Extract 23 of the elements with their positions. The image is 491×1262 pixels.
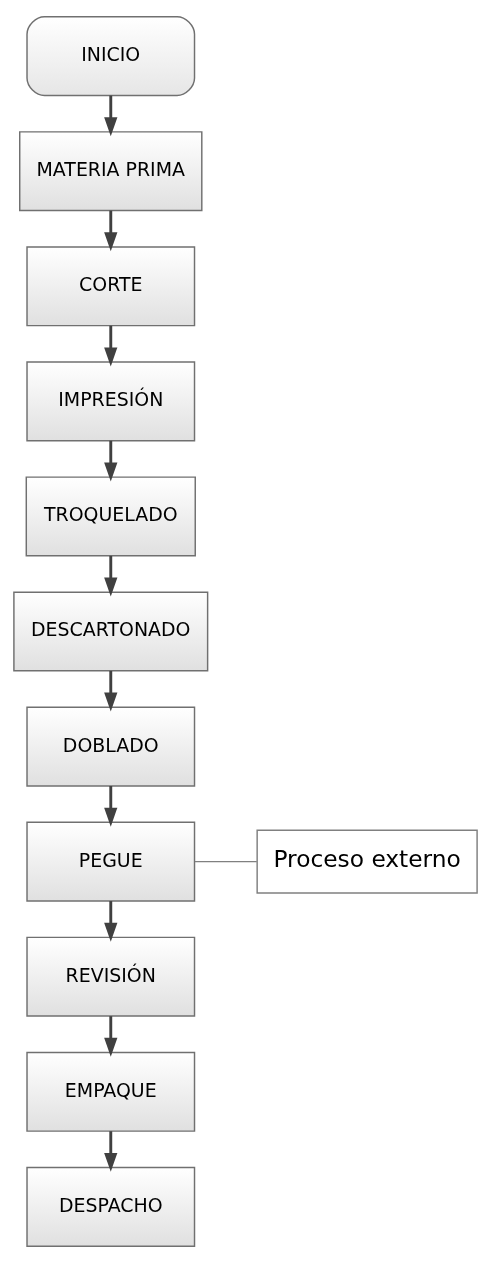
arrow: [104, 95, 118, 136]
node-box: IMPRESIÓN: [26, 360, 196, 441]
node-box: DESPACHO: [26, 1166, 196, 1247]
arrow: [104, 440, 118, 481]
arrow: [104, 555, 118, 596]
node-box: CORTE: [26, 245, 196, 326]
node-box: PEGUE: [26, 821, 196, 902]
arrow: [104, 210, 118, 251]
node-box: MATERIA PRIMA: [19, 130, 203, 211]
node-box: DOBLADO: [26, 706, 196, 787]
arrow: [104, 670, 118, 712]
node-box: Proceso externo: [256, 829, 478, 894]
node-box: EMPAQUE: [26, 1051, 196, 1132]
node-box: INICIO: [26, 15, 196, 96]
arrow: [104, 1015, 118, 1057]
arrow: [104, 785, 118, 827]
node-box: DESCARTONADO: [13, 590, 209, 672]
arrow: [104, 900, 118, 942]
arrow: [104, 1130, 118, 1172]
node-box: REVISIÓN: [26, 936, 196, 1017]
connector: [194, 860, 258, 862]
arrow: [104, 325, 118, 366]
node-box: TROQUELADO: [25, 475, 196, 556]
